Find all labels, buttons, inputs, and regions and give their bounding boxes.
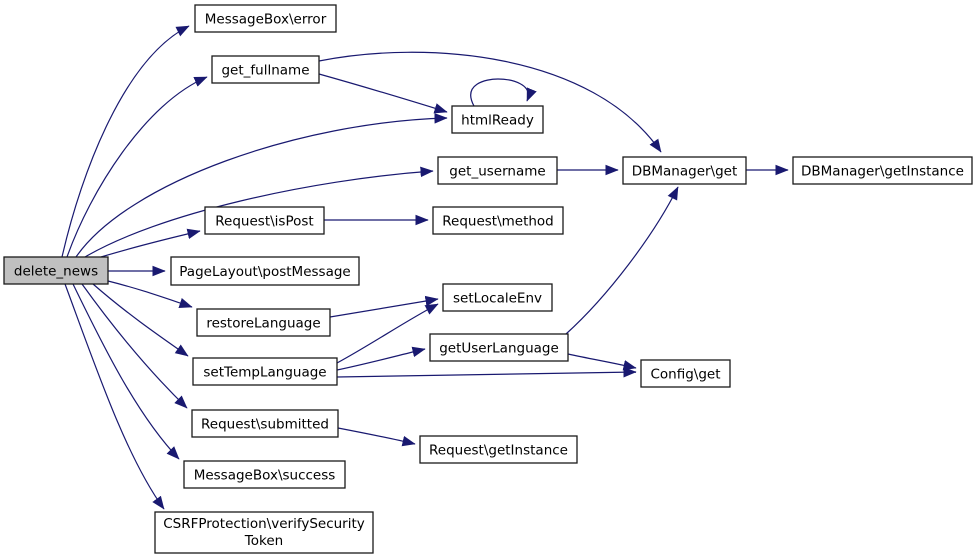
node-csrfprotection_verifysecuritytoken-label-line1: CSRFProtection\verifySecurity — [163, 516, 365, 532]
node-request_method[interactable]: Request\method — [432, 206, 564, 235]
node-getuserlanguage[interactable]: getUserLanguage — [429, 333, 569, 362]
node-pagelayout_postmessage-box[interactable] — [170, 256, 360, 286]
node-request_submitted-box[interactable] — [191, 409, 339, 438]
node-getuserlanguage-box[interactable] — [429, 333, 569, 362]
node-htmlready-box[interactable] — [451, 105, 544, 134]
edge-get_fullname-dbmanager_get — [318, 51, 662, 153]
edge-delete_news-htmlready — [75, 113, 448, 258]
node-settemplanguage-label: setTempLanguage — [203, 365, 326, 381]
node-csrfprotection_verifysecuritytoken[interactable]: CSRFProtection\verifySecurity Token — [154, 511, 374, 554]
edge-delete_news-get_username — [84, 166, 434, 258]
node-messagebox_success-box[interactable] — [183, 460, 346, 489]
edge-delete_news-messagebox_error — [61, 25, 190, 258]
node-settemplanguage-box[interactable] — [192, 357, 338, 386]
node-dbmanager_getinstance[interactable]: DBManager\getInstance — [792, 156, 973, 185]
node-settemplanguage[interactable]: setTempLanguage — [192, 357, 338, 386]
node-htmlready-label: htmlReady — [461, 113, 534, 129]
node-messagebox_error[interactable]: MessageBox\error — [194, 4, 337, 33]
edge-settemplanguage-setlocaleenv — [336, 303, 439, 364]
edges-layer — [61, 25, 789, 510]
edge-delete_news-get_fullname — [66, 76, 208, 258]
node-request_getinstance[interactable]: Request\getInstance — [419, 435, 578, 464]
node-request_ispost-label: Request\isPost — [215, 214, 313, 230]
node-messagebox_error-label: MessageBox\error — [205, 12, 327, 28]
node-request_submitted[interactable]: Request\submitted — [191, 409, 339, 438]
edge-settemplanguage-config_get — [336, 366, 637, 378]
edge-delete_news-messagebox_success — [72, 283, 180, 460]
node-csrfprotection_verifysecuritytoken-label-line2: Token — [244, 533, 283, 549]
node-restorelanguage-box[interactable] — [196, 308, 331, 337]
node-setlocaleenv[interactable]: setLocaleEnv — [442, 283, 553, 312]
node-setlocaleenv-label: setLocaleEnv — [453, 291, 542, 307]
node-get_fullname-box[interactable] — [211, 55, 320, 84]
node-restorelanguage-label: restoreLanguage — [206, 316, 320, 332]
node-config_get-label: Config\get — [650, 367, 720, 383]
edge-getuserlanguage-config_get — [567, 353, 637, 371]
node-config_get[interactable]: Config\get — [640, 359, 731, 388]
node-request_ispost-box[interactable] — [204, 206, 325, 235]
node-request_getinstance-box[interactable] — [419, 435, 578, 464]
node-dbmanager_getinstance-label: DBManager\getInstance — [801, 164, 964, 180]
node-restorelanguage[interactable]: restoreLanguage — [196, 308, 331, 337]
edge-restorelanguage-setlocaleenv — [329, 295, 439, 318]
node-get_fullname-label: get_fullname — [221, 63, 309, 79]
node-config_get-box[interactable] — [640, 359, 731, 388]
edge-delete_news-restorelanguage — [107, 280, 193, 309]
node-delete_news-box — [3, 256, 109, 285]
node-get_username[interactable]: get_username — [437, 156, 558, 185]
edge-delete_news-request_ispost — [100, 228, 201, 258]
edge-delete_news-csrfprotection_verifysecuritytoken — [64, 283, 165, 510]
node-pagelayout_postmessage-label: PageLayout\postMessage — [179, 264, 350, 280]
node-pagelayout_postmessage[interactable]: PageLayout\postMessage — [170, 256, 360, 286]
edge-request_submitted-request_getinstance — [337, 427, 416, 447]
edge-delete_news-settemplanguage — [92, 283, 189, 357]
node-htmlready[interactable]: htmlReady — [451, 105, 544, 134]
node-request_ispost[interactable]: Request\isPost — [204, 206, 325, 235]
node-get_username-box[interactable] — [437, 156, 558, 185]
node-request_getinstance-label: Request\getInstance — [429, 443, 568, 459]
node-delete_news: delete_news — [3, 256, 109, 285]
edge-delete_news-request_submitted — [81, 283, 188, 409]
node-get_username-label: get_username — [449, 164, 545, 180]
node-messagebox_error-box[interactable] — [194, 4, 337, 33]
node-request_method-label: Request\method — [442, 214, 554, 230]
node-delete_news-label: delete_news — [14, 264, 98, 280]
node-dbmanager_get-label: DBManager\get — [632, 164, 738, 180]
edge-settemplanguage-getuserlanguage — [336, 346, 426, 371]
node-dbmanager_get-box[interactable] — [622, 156, 747, 185]
node-request_method-box[interactable] — [432, 206, 564, 235]
edge-getuserlanguage-dbmanager_get — [565, 186, 679, 335]
node-getuserlanguage-label: getUserLanguage — [439, 341, 559, 357]
node-csrfprotection_verifysecuritytoken-box[interactable] — [154, 511, 374, 554]
node-messagebox_success[interactable]: MessageBox\success — [183, 460, 346, 489]
node-messagebox_success-label: MessageBox\success — [194, 468, 336, 484]
node-request_submitted-label: Request\submitted — [201, 417, 329, 433]
edge-htmlready-htmlready-self-loop — [470, 78, 537, 107]
nodes-layer: delete_news MessageBox\error get_fullnam… — [3, 4, 973, 554]
node-dbmanager_get[interactable]: DBManager\get — [622, 156, 747, 185]
node-dbmanager_getinstance-box[interactable] — [792, 156, 973, 185]
edge-get_fullname-htmlready — [318, 73, 448, 114]
node-setlocaleenv-box[interactable] — [442, 283, 553, 312]
node-get_fullname[interactable]: get_fullname — [211, 55, 320, 84]
